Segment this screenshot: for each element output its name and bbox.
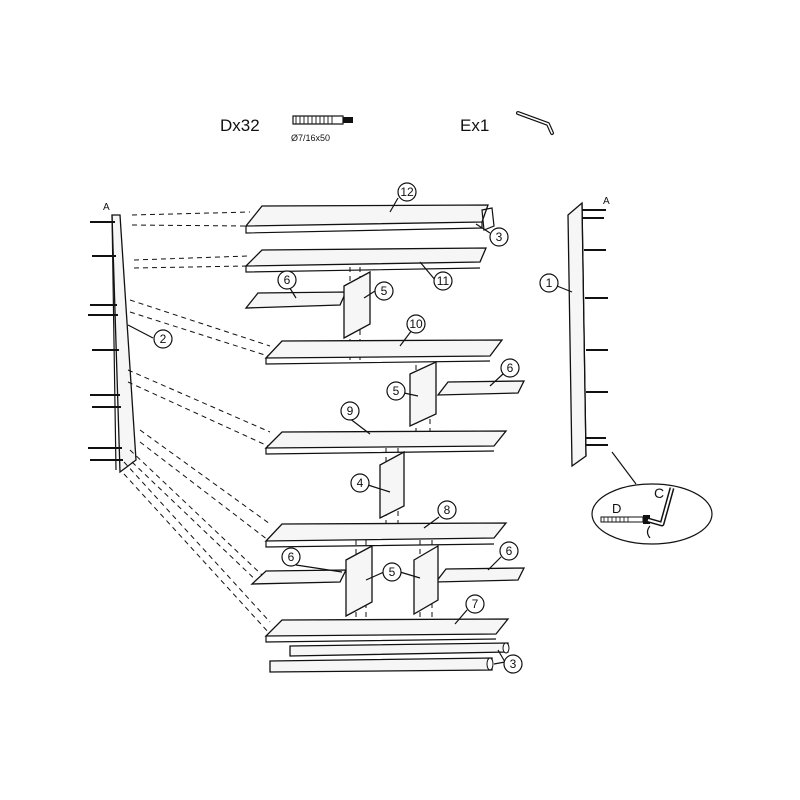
callout-3-top: 3 <box>490 228 508 246</box>
shelf-6-upper-right <box>438 381 524 395</box>
callout-5-b: 5 <box>387 382 405 400</box>
shelf-6-lower-right <box>436 568 524 582</box>
divider-5-lower-left <box>346 546 372 616</box>
shelf-12 <box>246 205 488 233</box>
callout-6-b: 6 <box>501 359 519 377</box>
svg-text:3: 3 <box>496 230 503 244</box>
svg-text:10: 10 <box>409 317 423 331</box>
callout-7: 7 <box>466 595 484 613</box>
divider-4 <box>380 452 404 518</box>
callout-5-c: 5 <box>383 563 401 581</box>
allen-key-icon <box>518 113 552 133</box>
callout-3-bottom: 3 <box>504 655 522 673</box>
bolt-label: D <box>612 501 621 516</box>
shelf-7 <box>266 619 508 642</box>
divider-5-upper <box>344 272 370 338</box>
svg-text:1: 1 <box>546 276 553 290</box>
callout-6-d: 6 <box>500 542 518 560</box>
svg-text:6: 6 <box>288 550 295 564</box>
callout-12: 12 <box>398 183 416 201</box>
hardware-detail: D C <box>592 452 712 544</box>
svg-text:5: 5 <box>389 565 396 579</box>
callout-2: 2 <box>154 330 172 348</box>
shelf-6-upper-left <box>246 292 346 308</box>
hardware-header: Dx32 Ø7/16x50 Ex1 <box>220 113 552 143</box>
shelf-11 <box>246 248 486 272</box>
right-side-panel: A <box>568 196 610 466</box>
left-side-label: A <box>103 202 110 213</box>
svg-text:7: 7 <box>472 597 479 611</box>
dowel-size-label: Ø7/16x50 <box>291 133 330 143</box>
svg-text:6: 6 <box>506 544 513 558</box>
callout-8: 8 <box>438 501 456 519</box>
svg-text:5: 5 <box>393 384 400 398</box>
svg-text:5: 5 <box>381 284 388 298</box>
svg-text:6: 6 <box>507 361 514 375</box>
divider-5-lower-right <box>414 546 438 614</box>
callout-10: 10 <box>407 315 425 333</box>
callout-11: 11 <box>434 272 452 290</box>
left-side-panel: A <box>88 202 136 472</box>
svg-text:4: 4 <box>357 476 364 490</box>
svg-text:3: 3 <box>510 657 517 671</box>
svg-text:11: 11 <box>437 274 450 288</box>
callout-5-a: 5 <box>375 282 393 300</box>
divider-5-middle <box>410 362 436 426</box>
callout-6-a: 6 <box>278 271 296 289</box>
shelf-6-lower-left <box>252 570 346 584</box>
key-label: C <box>654 485 664 501</box>
right-side-label: A <box>603 196 610 207</box>
plinth-bottom <box>270 643 509 672</box>
dowel-icon <box>293 116 353 124</box>
svg-text:6: 6 <box>284 273 291 287</box>
callout-9: 9 <box>341 402 359 420</box>
callout-6-c: 6 <box>282 548 300 566</box>
svg-text:12: 12 <box>400 185 414 199</box>
shelf-10 <box>266 340 502 364</box>
svg-text:9: 9 <box>347 404 354 418</box>
callout-1: 1 <box>540 274 558 292</box>
key-count-label: Ex1 <box>460 116 489 135</box>
dowel-count-label: Dx32 <box>220 116 260 135</box>
svg-text:8: 8 <box>444 503 451 517</box>
svg-text:2: 2 <box>160 332 167 346</box>
callout-4: 4 <box>351 474 369 492</box>
shelf-8 <box>266 523 506 547</box>
